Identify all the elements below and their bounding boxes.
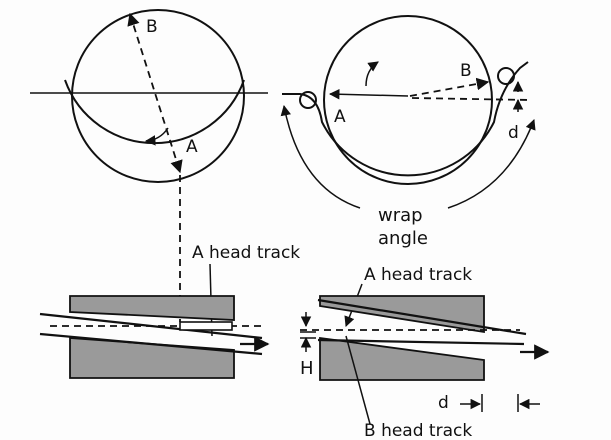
right-tape-upper-edge [317,298,527,336]
right-guide-roller [497,67,515,85]
label-wrap: wrap [378,205,423,226]
left-label-b: B [146,17,158,37]
label-b-head-track: B head track [364,421,472,440]
right-label-b: B [460,61,472,81]
right-head-a-arrow [328,88,409,100]
right-drum: B A d wrap angle [280,15,536,249]
right-tape-lower-edge [317,338,525,346]
left-side-view: A head track [39,243,300,379]
wrap-angle-arc-right [447,119,536,209]
right-label-a: A [334,107,346,127]
right-drum-circle [323,15,493,185]
right-side-view: A head track H B head track d [300,265,550,440]
left-drum: B A [30,9,268,322]
left-head-gap [179,321,233,331]
left-tape-lower-edge [39,332,263,356]
right-reference-line [411,97,531,101]
label-a-head-track-left: A head track [192,243,300,263]
left-guide-roller [299,91,317,109]
wrap-angle-arc-left [280,104,361,209]
label-a-head-track-right: A head track [364,265,472,285]
label-h: H [300,358,314,379]
left-drum-head-axis [127,12,183,174]
left-label-a: A [186,137,198,157]
right-lower-block [319,336,485,381]
left-drum-tape-wrap [64,79,245,145]
label-d-bottom: d [438,393,449,413]
label-d-top: d [508,123,519,143]
b-head-track-leader [345,335,371,425]
left-upper-block [69,295,235,321]
right-drum-tape-path [282,61,529,177]
right-rotation-arrow [365,61,379,87]
right-head-b-arrow [409,77,490,97]
left-drum-circle [71,9,245,183]
label-angle: angle [378,228,428,249]
left-rotation-arrow [144,127,169,146]
